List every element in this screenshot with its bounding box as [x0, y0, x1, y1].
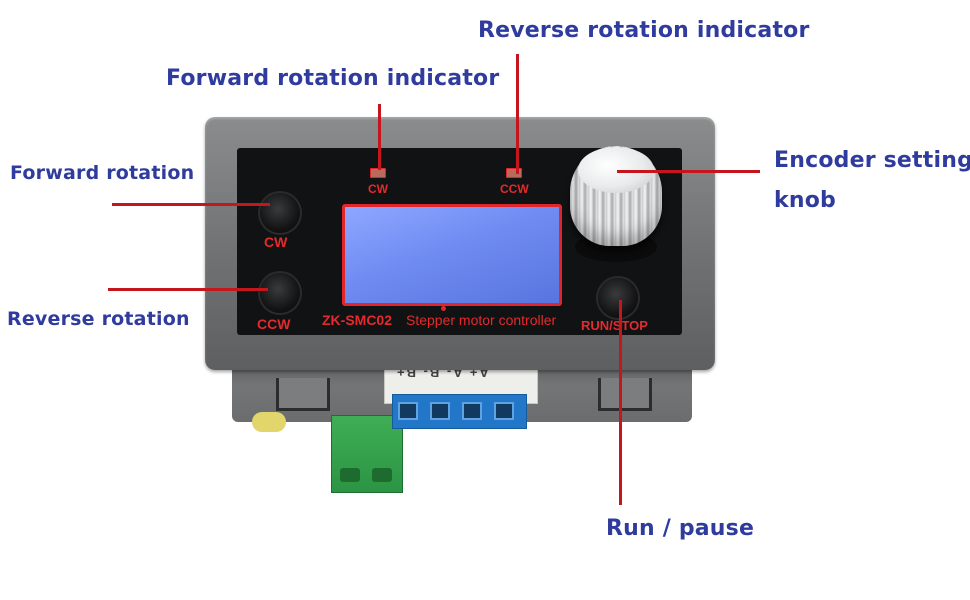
leader-line-reverse-indicator — [516, 54, 519, 174]
callout-encoder-line1: Encoder setting — [774, 148, 970, 173]
cw-led-label: CW — [368, 182, 388, 196]
callout-run-pause: Run / pause — [606, 516, 755, 541]
leader-line-reverse-rotation — [108, 288, 268, 291]
model-description: Stepper motor controller — [406, 312, 557, 328]
status-dot — [441, 306, 446, 311]
leader-line-encoder — [617, 170, 760, 173]
model-label: ZK-SMC02 — [322, 312, 393, 328]
terminal-slot — [462, 402, 482, 420]
cw-button[interactable] — [260, 193, 300, 233]
run-stop-button[interactable] — [598, 278, 638, 318]
terminal-slot — [494, 402, 514, 420]
ccw-led-label: CCW — [500, 182, 529, 196]
callout-forward-rotation: Forward rotation — [10, 162, 195, 184]
power-terminal — [331, 415, 403, 493]
cw-button-label: CW — [264, 234, 288, 250]
leader-line-forward-rotation — [112, 203, 270, 206]
callout-reverse-indicator: Reverse rotation indicator — [478, 18, 810, 43]
leader-line-forward-indicator — [378, 104, 381, 170]
callout-encoder-line2: knob — [774, 188, 836, 213]
terminal-screw — [340, 468, 360, 482]
mounting-clip-right — [598, 378, 652, 411]
terminal-slot — [430, 402, 450, 420]
ccw-button-label: CCW — [257, 316, 291, 332]
run-stop-label: RUN/STOP — [581, 318, 648, 333]
mounting-clip-left — [276, 378, 330, 411]
terminal-slot — [398, 402, 418, 420]
ccw-button[interactable] — [260, 273, 300, 313]
ccw-indicator-led — [506, 168, 522, 178]
callout-forward-indicator: Forward rotation indicator — [166, 66, 500, 91]
callout-reverse-rotation: Reverse rotation — [7, 308, 190, 330]
capacitor — [252, 412, 286, 432]
lcd-screen — [342, 204, 562, 306]
terminal-screw — [372, 468, 392, 482]
leader-line-run-pause — [619, 300, 622, 505]
